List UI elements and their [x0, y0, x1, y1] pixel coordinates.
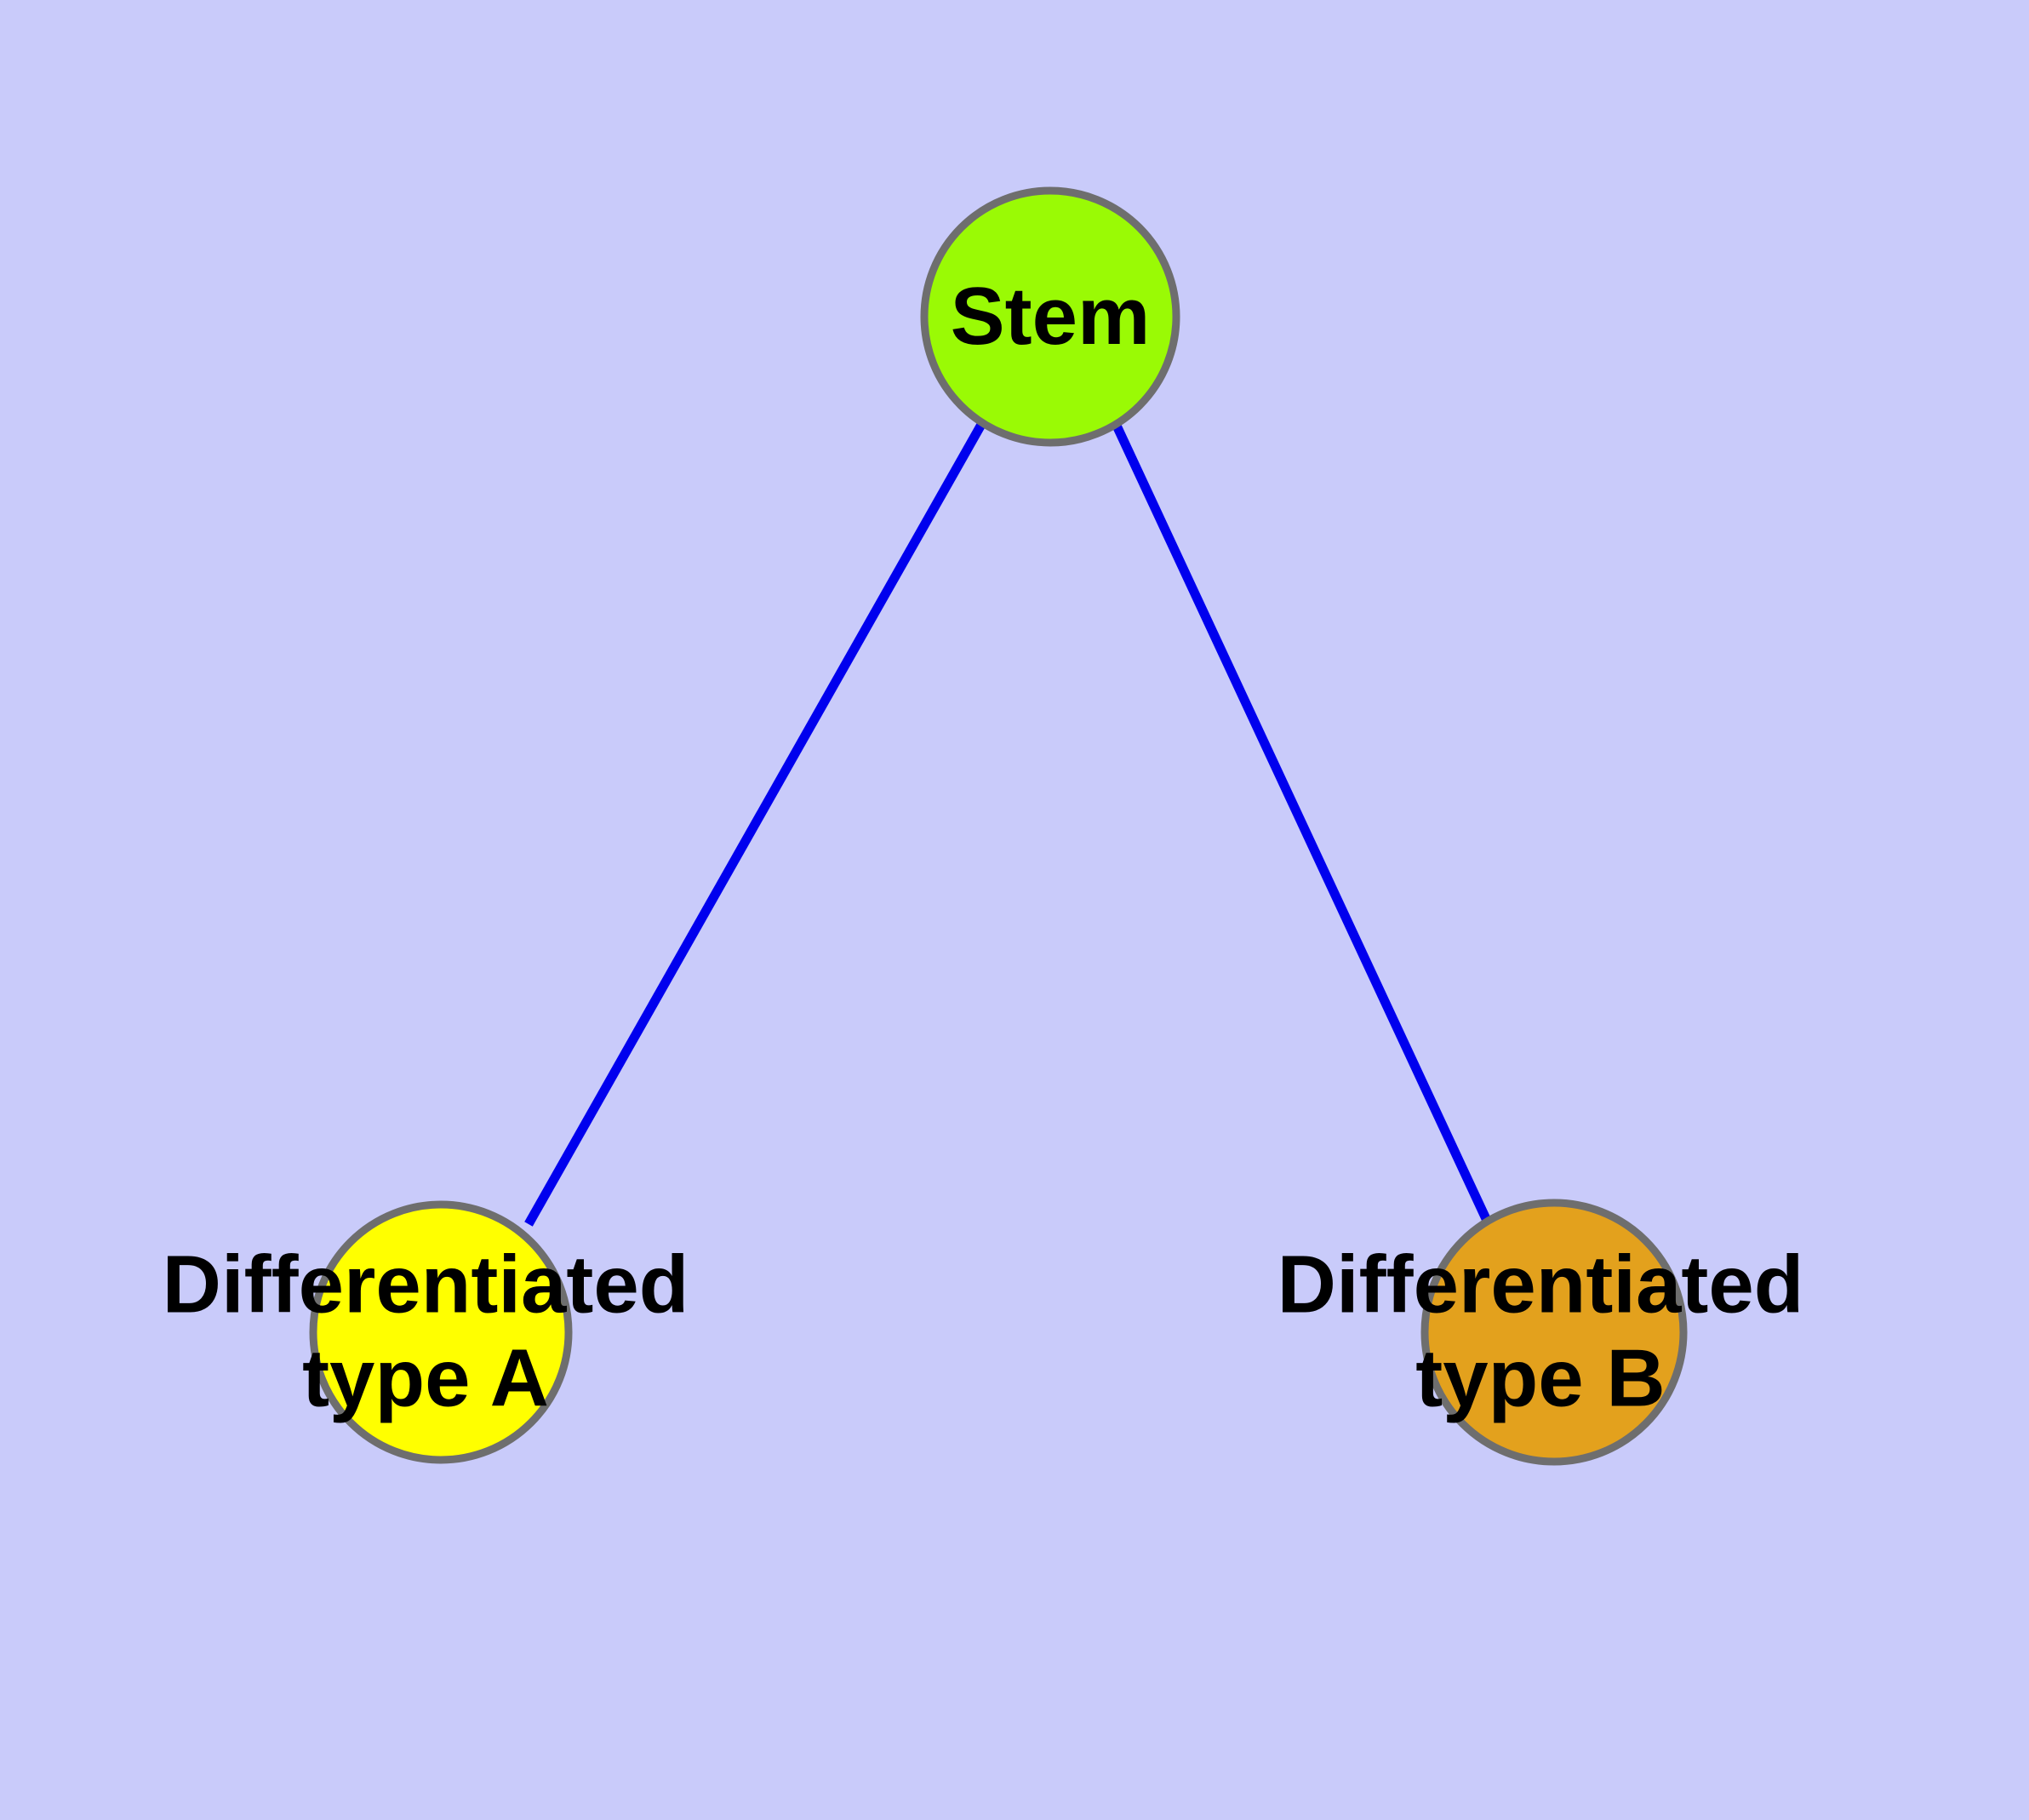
node-differentiated-type-b[interactable]: [1420, 1199, 1688, 1466]
edge-stem-to-diff-b[interactable]: [1112, 423, 1492, 1225]
node-stem[interactable]: [920, 186, 1180, 447]
edge-stem-to-diff-a[interactable]: [524, 421, 986, 1227]
node-differentiated-type-a[interactable]: [309, 1200, 573, 1464]
